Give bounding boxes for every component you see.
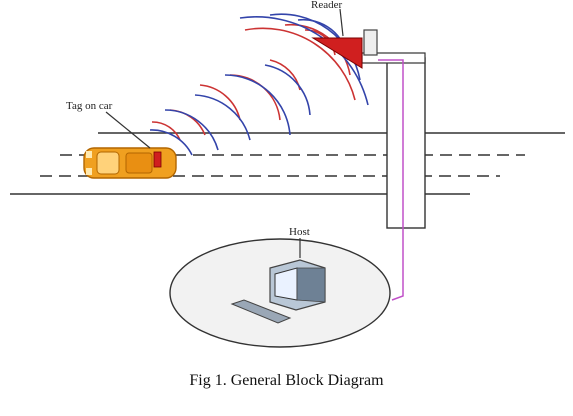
data-cable bbox=[378, 59, 404, 301]
tag-label: Tag on car bbox=[66, 100, 113, 112]
rfid-tag bbox=[153, 151, 162, 168]
figure-caption: Fig 1. General Block Diagram bbox=[189, 372, 384, 389]
reader-label-pointer bbox=[339, 8, 344, 37]
reader-device bbox=[311, 37, 363, 69]
host-computer bbox=[269, 259, 326, 311]
tag-label-pointer bbox=[105, 111, 151, 149]
host-label: Host bbox=[289, 226, 310, 238]
keyboard bbox=[230, 299, 292, 324]
car bbox=[83, 147, 177, 179]
reader-label: Reader bbox=[311, 0, 342, 11]
radio-waves bbox=[149, 13, 369, 156]
reader-pole bbox=[386, 57, 426, 229]
antenna-stub bbox=[363, 29, 378, 56]
